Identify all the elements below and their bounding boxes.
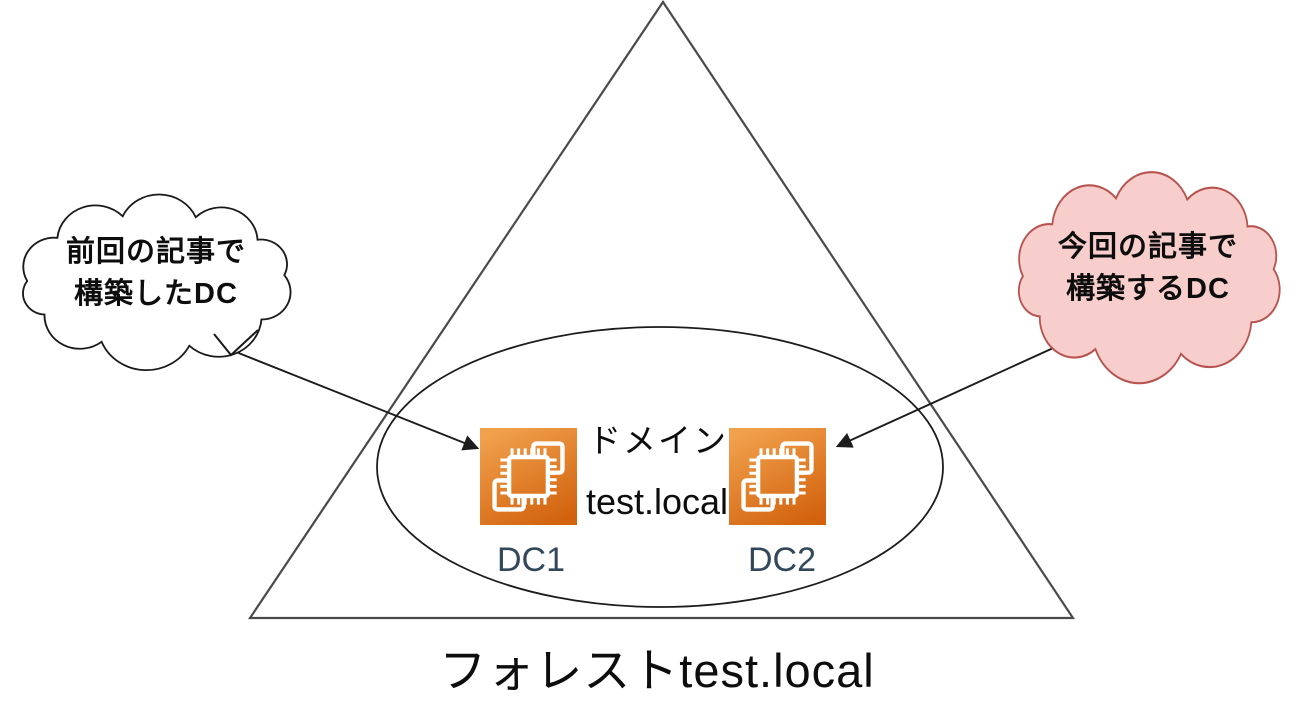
- callout-left-line1: 前回の記事で: [65, 236, 247, 268]
- domain-ellipse: [376, 326, 944, 608]
- callout-left-line2: 構築したDC: [74, 278, 238, 310]
- callout-right-line1: 今回の記事で: [1057, 231, 1239, 263]
- callout-tail-left: [213, 329, 259, 357]
- domain-label: ドメイン: [588, 422, 728, 459]
- callout-left-text: 前回の記事で 構築したDC: [66, 231, 246, 315]
- domain-fqdn: test.local: [585, 481, 729, 522]
- forest-triangle: [247, 0, 1076, 620]
- dc2-server-icon: [729, 428, 826, 525]
- dc1-label: DC1: [496, 541, 566, 579]
- forest-label: フォレストtest.local: [439, 644, 875, 697]
- dc2-label: DC2: [747, 541, 817, 579]
- dc1-server-icon: [480, 428, 577, 525]
- callout-right-line2: 構築するDC: [1066, 273, 1230, 305]
- callout-cloud-left: [22, 193, 292, 372]
- arrow-left-cloud-to-dc1: [235, 351, 480, 451]
- callout-right-text: 今回の記事で 構築するDC: [1058, 226, 1238, 310]
